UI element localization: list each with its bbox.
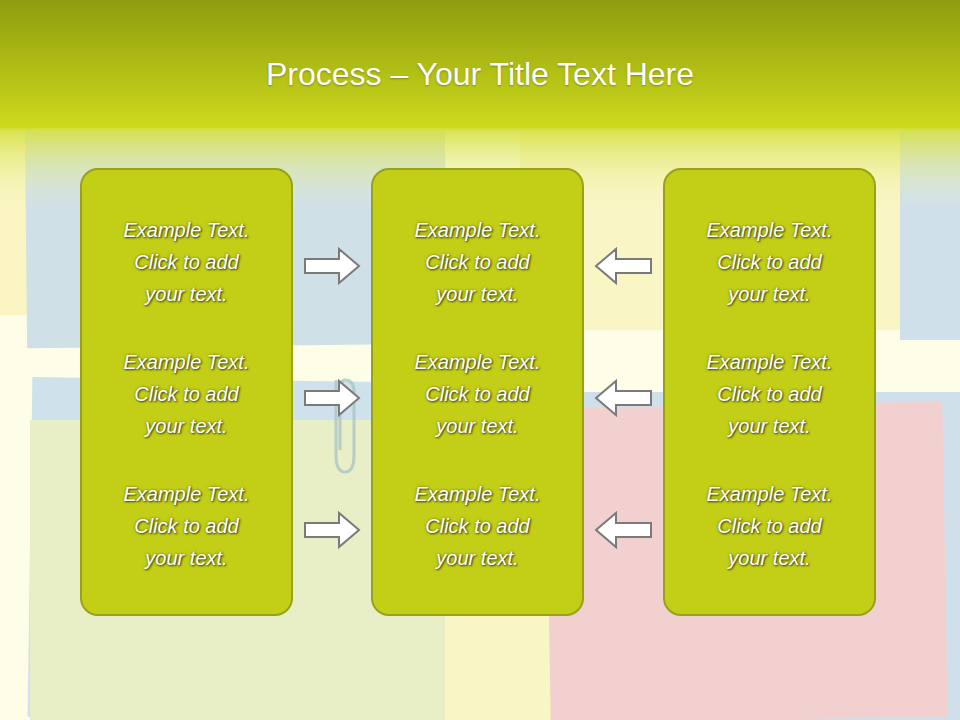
box-text: Example Text. Click to add your text.: [117, 214, 257, 310]
box-text: Example Text. Click to add your text.: [408, 214, 548, 310]
box-text: Example Text. Click to add your text.: [700, 214, 840, 310]
box-text: Example Text. Click to add your text.: [700, 478, 840, 574]
slide-title: Process – Your Title Text Here: [0, 52, 960, 96]
block-arrow: [305, 249, 359, 283]
block-arrow: [596, 249, 651, 283]
block-arrow: [596, 381, 651, 415]
box-text: Example Text. Click to add your text.: [408, 478, 548, 574]
box-text: Example Text. Click to add your text.: [408, 346, 548, 442]
block-arrow: [305, 381, 359, 415]
process-box: Example Text. Click to add your text. Exa…: [80, 168, 293, 616]
box-text: Example Text. Click to add your text.: [117, 346, 257, 442]
block-arrow: [305, 513, 359, 547]
process-box: Example Text. Click to add your text. Exa…: [663, 168, 876, 616]
box-text: Example Text. Click to add your text.: [700, 346, 840, 442]
process-box: Example Text. Click to add your text. Exa…: [371, 168, 584, 616]
block-arrow: [596, 513, 651, 547]
box-text: Example Text. Click to add your text.: [117, 478, 257, 574]
